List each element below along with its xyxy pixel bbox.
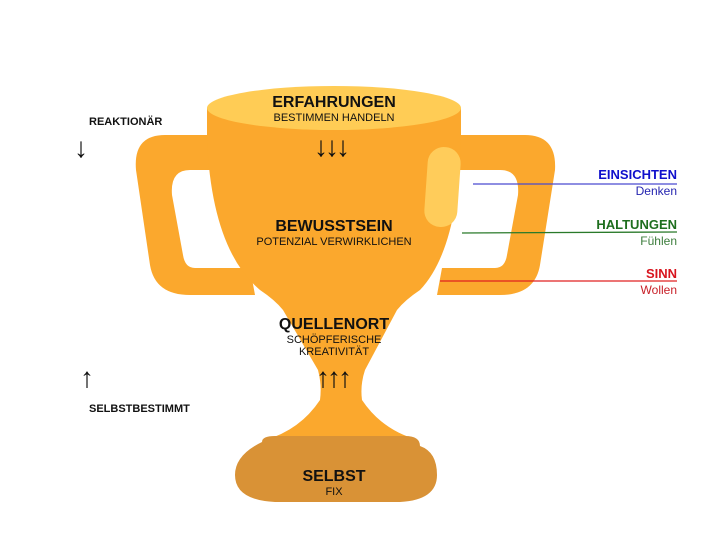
cup-body xyxy=(207,108,461,440)
haltungen-subtitle: Fühlen xyxy=(640,234,677,248)
left-handle xyxy=(135,135,255,295)
selbst-block: SELBST FIX xyxy=(274,468,394,498)
haltungen-line xyxy=(461,231,678,234)
erfahrungen-block: ERFAHRUNGEN BESTIMMEN HANDELN xyxy=(234,94,434,124)
erfahrungen-subtitle: BESTIMMEN HANDELN xyxy=(273,112,395,124)
cup-highlight xyxy=(424,147,461,228)
quellenort-subtitle-2: KREATIVITÄT xyxy=(298,346,370,358)
quellenort-block: QUELLENORT SCHÖPFERISCHE KREATIVITÄT xyxy=(254,316,414,358)
sinn-subtitle: Wollen xyxy=(640,283,677,297)
down-arrows-icon: ↓↓↓ xyxy=(314,131,350,162)
trophy-base xyxy=(235,436,437,502)
selbst-subtitle: FIX xyxy=(325,486,343,498)
erfahrungen-title: ERFAHRUNGEN xyxy=(272,94,396,111)
right-handle xyxy=(437,135,556,295)
reaktionaer-label: REAKTIONÄR xyxy=(89,116,163,128)
quellenort-title: QUELLENORT xyxy=(278,316,390,333)
up-arrows-icon: ↑↑↑ xyxy=(316,362,352,393)
einsichten-subtitle: Denken xyxy=(635,184,677,198)
quellenort-subtitle-1: SCHÖPFERISCHE xyxy=(286,334,382,346)
haltungen-block: HALTUNGEN Fühlen xyxy=(596,217,677,248)
cup-rim xyxy=(207,86,461,130)
einsichten-block: EINSICHTEN Denken xyxy=(598,167,677,198)
sinn-title: SINN xyxy=(645,266,677,281)
bewusstsein-block: BEWUSSTSEIN POTENZIAL VERWIRKLICHEN xyxy=(234,218,434,248)
up-arrow-icon: ↑ xyxy=(80,362,94,393)
sinn-block: SINN Wollen xyxy=(641,266,677,297)
bewusstsein-title: BEWUSSTSEIN xyxy=(275,218,393,235)
selbst-title: SELBST xyxy=(302,468,366,485)
down-arrow-icon: ↓ xyxy=(74,132,88,163)
haltungen-title: HALTUNGEN xyxy=(596,217,677,232)
bewusstsein-subtitle: POTENZIAL VERWIRKLICHEN xyxy=(256,236,412,248)
selbstbestimmt-label: SELBSTBESTIMMT xyxy=(89,403,190,415)
einsichten-title: EINSICHTEN xyxy=(598,167,677,182)
